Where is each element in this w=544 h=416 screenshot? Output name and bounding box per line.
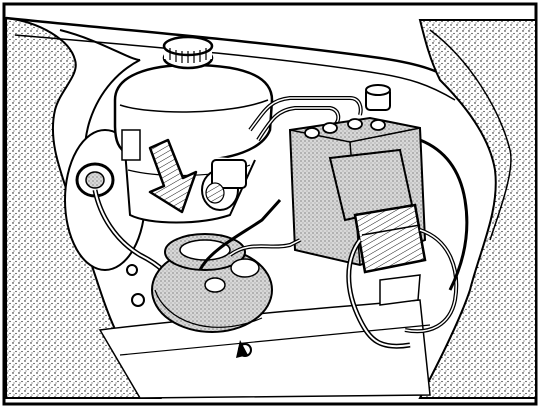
right-fender-panel <box>418 19 537 399</box>
support-bracket <box>379 274 421 306</box>
floor-edge <box>119 324 431 356</box>
brake-line-accumulator-2 <box>198 198 282 271</box>
abs-fittings <box>304 118 386 139</box>
cowl-panel <box>5 16 471 92</box>
right-inner-panel <box>429 29 512 241</box>
cowl-panel-inner <box>14 34 456 101</box>
left-fender-panel <box>5 16 162 399</box>
right-lines <box>419 138 469 291</box>
indicator-arrow <box>148 138 198 214</box>
abs-wiring-plug <box>353 203 427 274</box>
